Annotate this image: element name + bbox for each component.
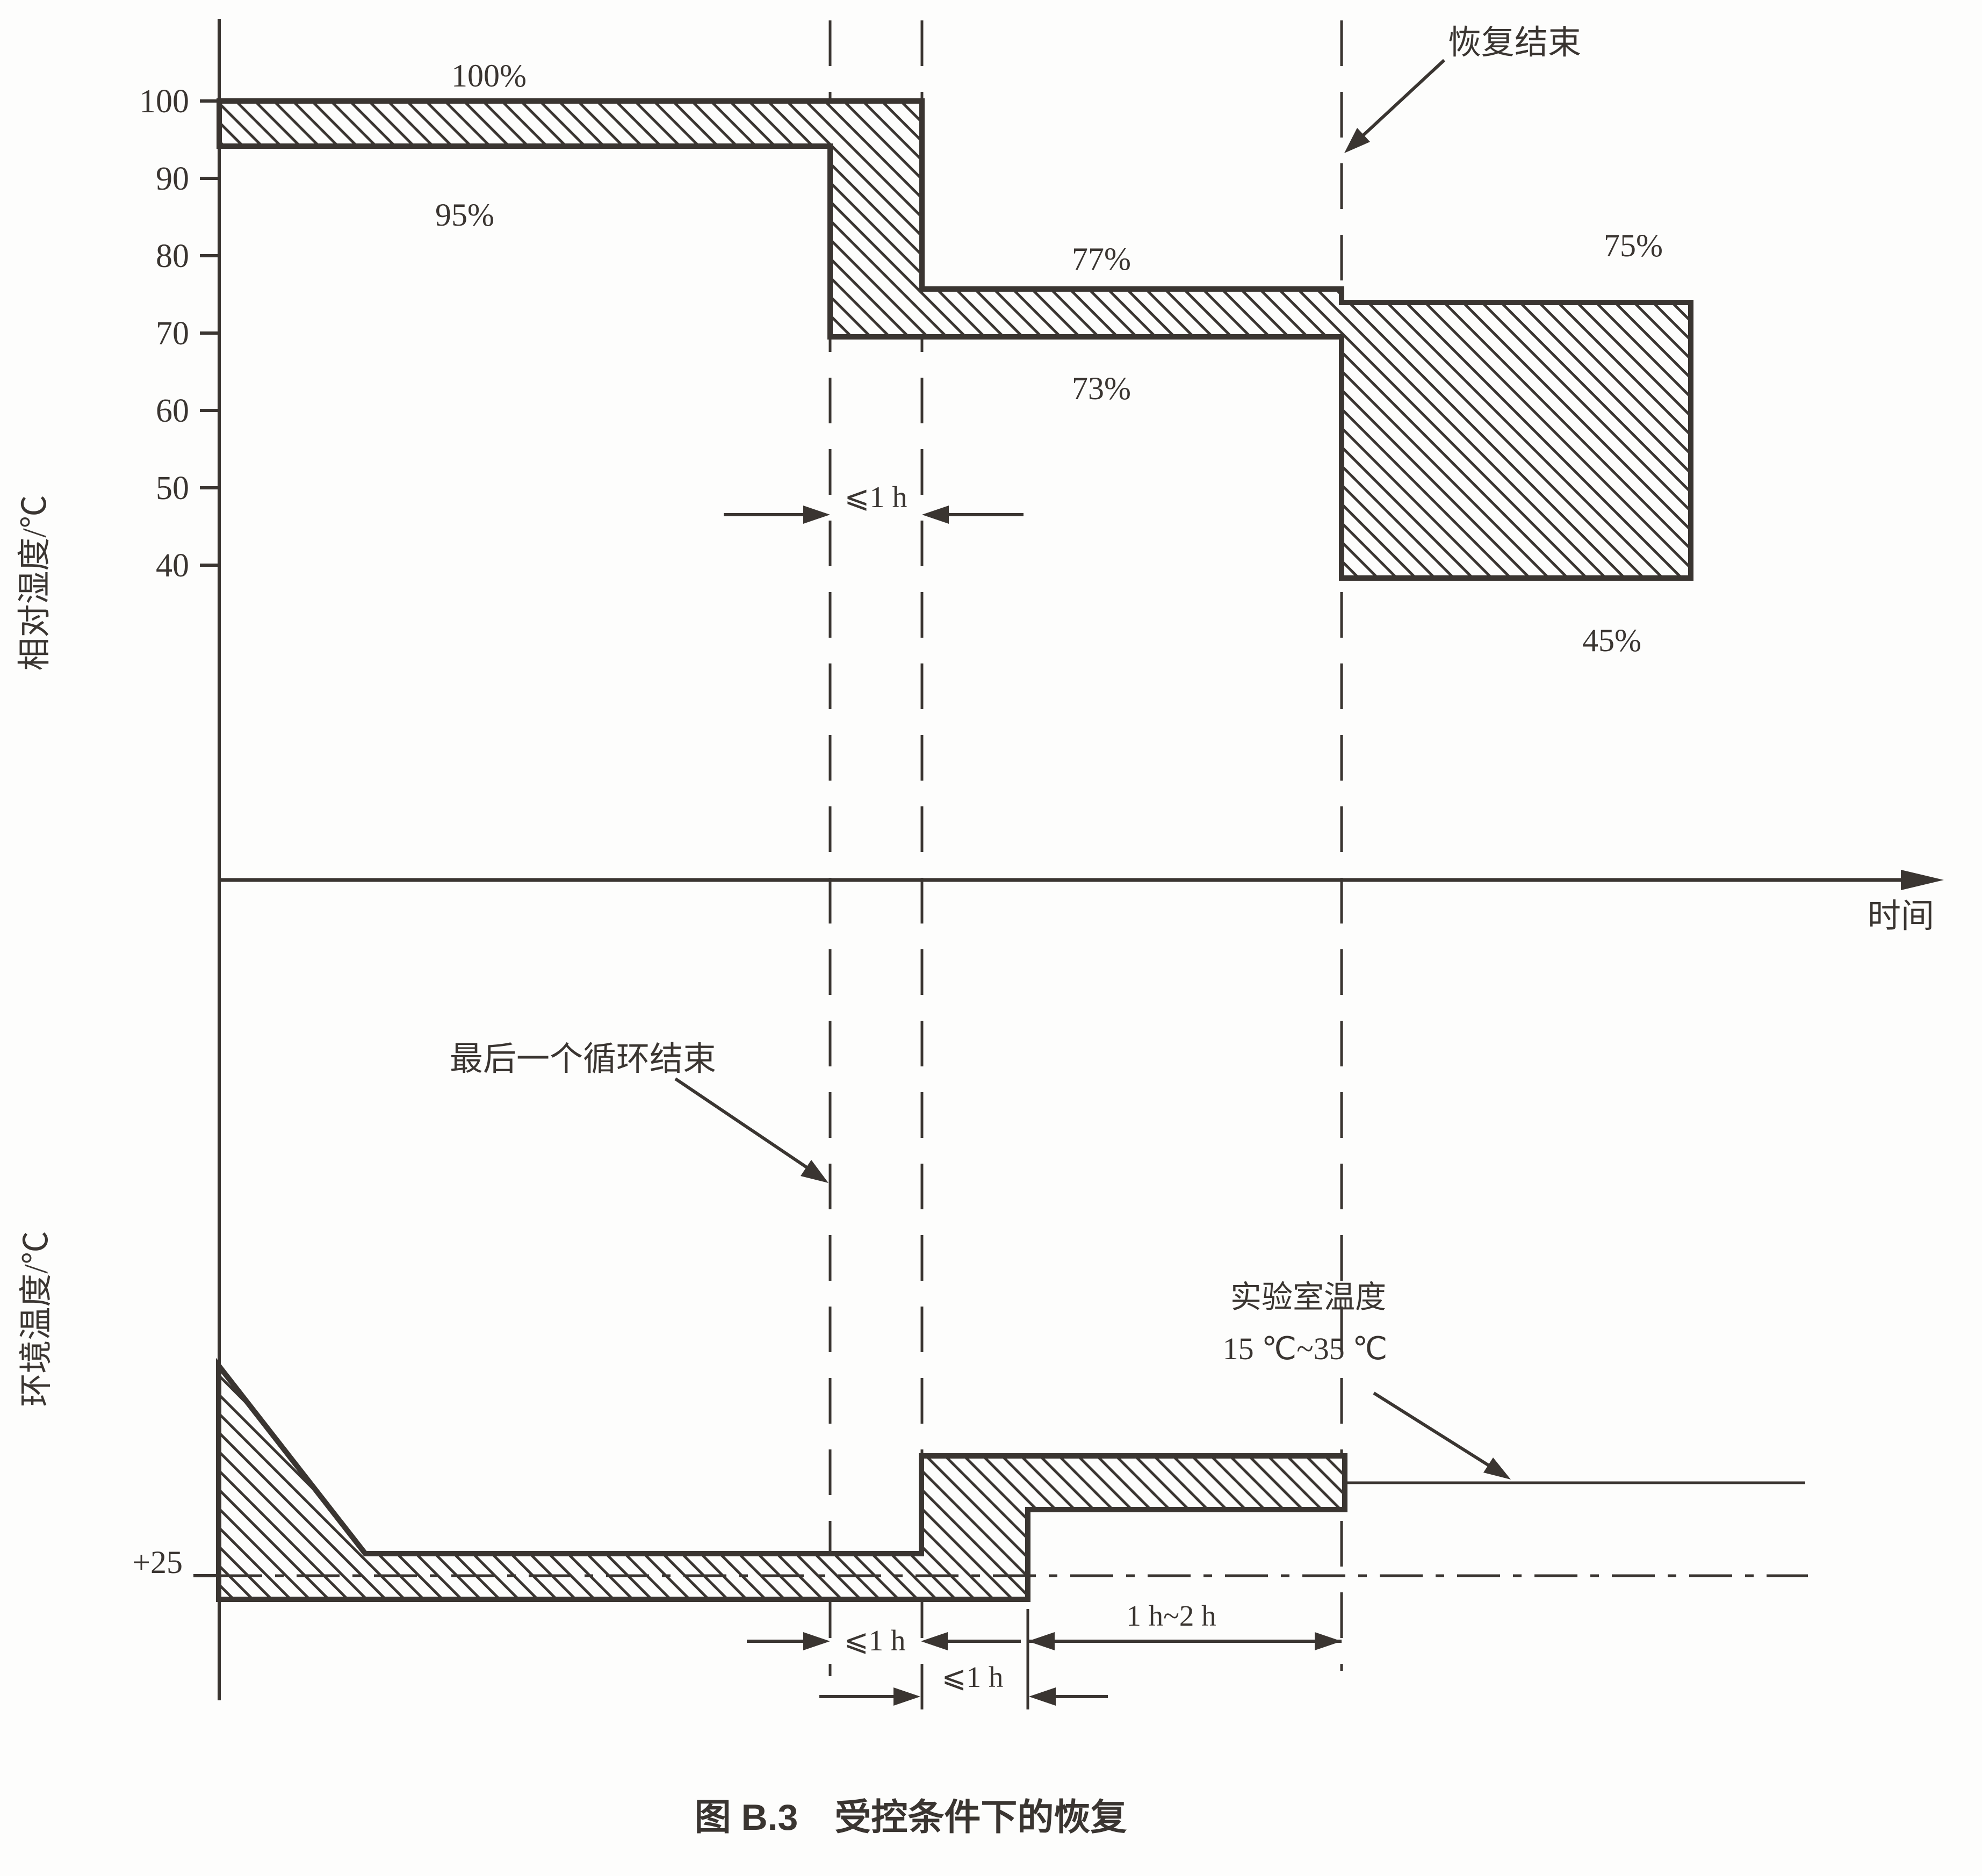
label-95pct: 95% bbox=[435, 197, 494, 233]
bottom-dimensions: ⩽1 h 1 h~2 h ⩽1 h bbox=[747, 1599, 1342, 1709]
lab-temp-title: 实验室温度 bbox=[1230, 1280, 1386, 1315]
recovery-end-arrowhead-icon bbox=[1344, 128, 1370, 153]
humidity-ticks bbox=[200, 99, 219, 567]
figure-caption: 图 B.3 受控条件下的恢复 bbox=[695, 1797, 1127, 1838]
recovery-duration-label: 1 h~2 h bbox=[1126, 1599, 1216, 1632]
dim-arrowhead-icon bbox=[1315, 1632, 1342, 1650]
dim-arrowhead-icon bbox=[803, 1632, 830, 1650]
recovery-end-annotation: 恢复结束 bbox=[1344, 25, 1581, 153]
lab-temp-range: 15 ℃~35 ℃ bbox=[1223, 1331, 1388, 1366]
humidity-axis-label: 相对湿度/℃ bbox=[17, 495, 53, 670]
label-77pct: 77% bbox=[1072, 241, 1131, 277]
top-duration-dimension: ⩽1 h bbox=[724, 481, 1024, 524]
tick-80: 80 bbox=[156, 238, 189, 275]
lab-temp-arrow-line bbox=[1373, 1391, 1501, 1474]
last-cycle-end-label: 最后一个循环结束 bbox=[450, 1041, 716, 1078]
last-cycle-arrow-line bbox=[674, 1077, 817, 1175]
dim-arrowhead-icon bbox=[1029, 1687, 1056, 1706]
last-cycle-arrowhead-icon bbox=[801, 1160, 828, 1183]
label-45pct: 45% bbox=[1582, 623, 1641, 658]
dim-arrowhead-icon bbox=[803, 506, 830, 524]
top-duration-label: ⩽1 h bbox=[845, 481, 907, 514]
plus25-label: +25 bbox=[132, 1545, 183, 1580]
lab-temperature-annotation: 实验室温度 15 ℃~35 ℃ bbox=[1223, 1280, 1805, 1484]
dim-arrowhead-icon bbox=[893, 1687, 920, 1706]
last-cycle-end-annotation: 最后一个循环结束 bbox=[450, 1041, 828, 1183]
lab-temp-arrowhead-icon bbox=[1483, 1457, 1511, 1480]
label-100pct: 100% bbox=[451, 58, 527, 93]
dim-arrowhead-icon bbox=[921, 1632, 948, 1650]
tick-40: 40 bbox=[156, 547, 189, 584]
bottom-duration1-label: ⩽1 h bbox=[844, 1624, 906, 1657]
tick-90: 90 bbox=[156, 161, 189, 197]
humidity-tick-labels: 100 90 80 70 60 50 40 bbox=[139, 83, 189, 584]
tick-70: 70 bbox=[156, 315, 189, 352]
plus25-reference: +25 bbox=[132, 1545, 1808, 1580]
time-axis-arrowhead-icon bbox=[1901, 870, 1944, 890]
tick-50: 50 bbox=[156, 470, 189, 507]
temperature-axis-label: 环境温度/℃ bbox=[18, 1231, 55, 1406]
recovery-end-label: 恢复结束 bbox=[1448, 25, 1581, 61]
label-75pct: 75% bbox=[1604, 228, 1663, 263]
tick-60: 60 bbox=[156, 393, 189, 429]
dashed-guides bbox=[828, 20, 1343, 1712]
recovery-end-arrow-line bbox=[1353, 59, 1446, 145]
tick-100: 100 bbox=[139, 83, 189, 120]
bottom-duration2-label: ⩽1 h bbox=[942, 1661, 1004, 1693]
dim-arrowhead-icon bbox=[922, 506, 949, 524]
time-axis-label: 时间 bbox=[1868, 898, 1934, 935]
label-73pct: 73% bbox=[1072, 371, 1131, 406]
humidity-band bbox=[217, 98, 1693, 581]
dim-arrowhead-icon bbox=[1028, 1632, 1055, 1650]
humidity-band-labels: 100% 95% 77% 73% 75% 45% bbox=[435, 58, 1663, 658]
